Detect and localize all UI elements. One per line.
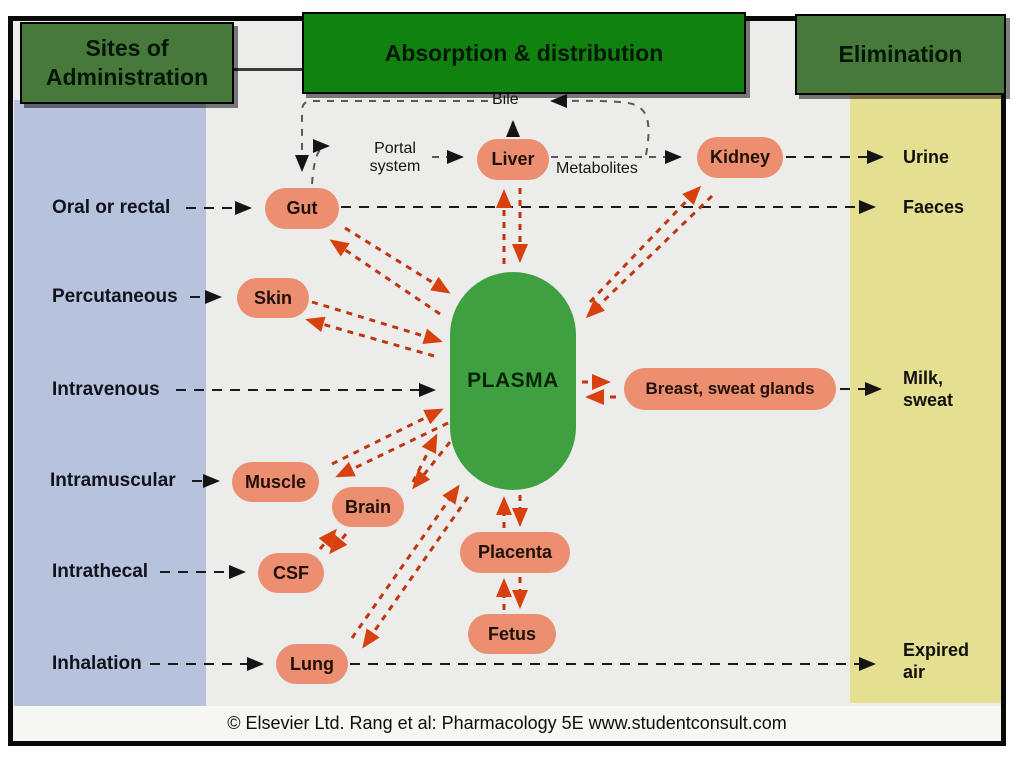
route-label-intrathecal: Intrathecal [52,561,149,582]
node-placenta: Placenta [460,532,570,573]
header-elimination: Elimination [795,14,1006,95]
annotation-metabolites: Metabolites [556,160,638,177]
route-label-oral-or-rectal: Oral or rectal [52,197,171,218]
footer-credit: © Elsevier Ltd. Rang et al: Pharmacology… [227,713,787,733]
node-lung: Lung [276,644,348,684]
node-csf: CSF [258,553,324,593]
administration-column [14,100,206,707]
node-liver: Liver [477,139,549,180]
output-label-faeces: Faeces [903,197,965,217]
footer-strip: © Elsevier Ltd. Rang et al: Pharmacology… [13,706,1001,741]
header-sites-of-administration: Sites of Administration [20,22,234,104]
node-muscle: Muscle [232,462,319,502]
header-absorption-distribution: Absorption & distribution [302,12,746,94]
output-label-urine: Urine [903,147,950,167]
route-label-percutaneous: Percutaneous [52,286,178,307]
output-label-expired-air: Expired air [903,640,970,682]
route-label-intravenous: Intravenous [52,379,160,400]
node-skin: Skin [237,278,309,318]
node-gut: Gut [265,188,339,229]
node-brain: Brain [332,487,404,527]
elimination-column [850,95,1001,703]
plasma-node: PLASMA [450,272,576,490]
route-label-inhalation: Inhalation [52,653,142,674]
node-breast-sweat-glands: Breast, sweat glands [624,368,836,410]
output-label-milk-sweat: Milk, sweat [903,368,954,410]
frame-top-segment [230,68,303,71]
annotation-portal-system: Portal system [369,140,421,175]
route-label-intramuscular: Intramuscular [50,470,176,491]
node-kidney: Kidney [697,137,783,178]
annotation-bile: Bile [492,91,519,108]
node-fetus: Fetus [468,614,556,654]
